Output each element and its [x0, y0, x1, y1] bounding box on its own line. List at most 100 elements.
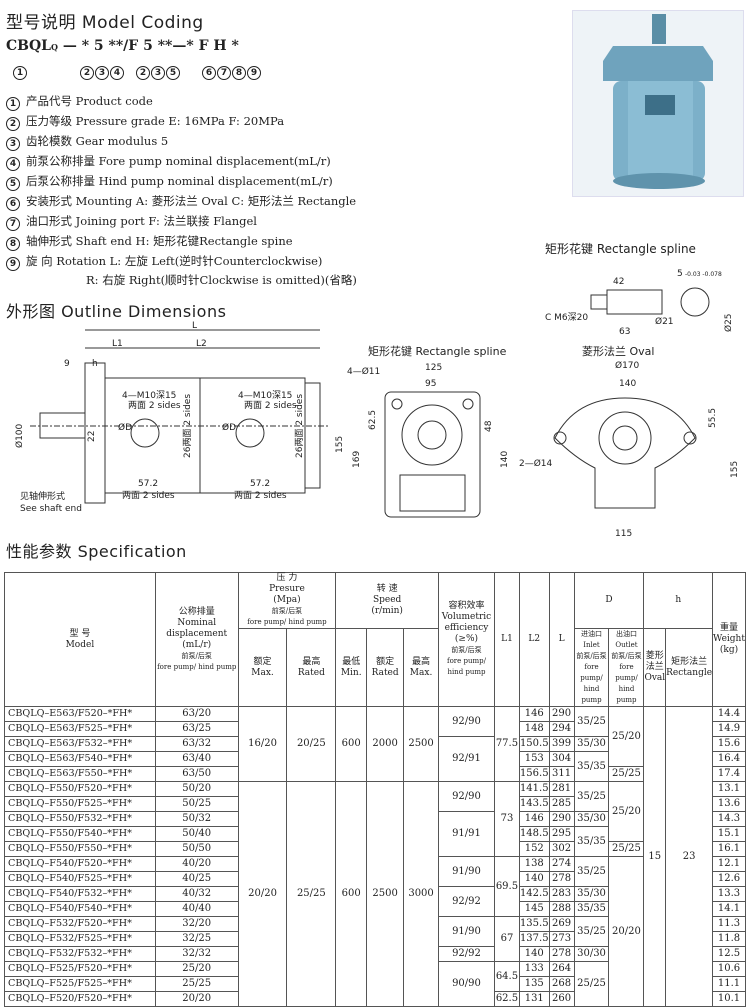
svg-text:169: 169: [352, 451, 362, 468]
table-cell: 40/32: [154, 886, 239, 902]
svg-text:L1: L1: [112, 339, 123, 349]
table-cell: 3000: [403, 781, 440, 1007]
svg-text:L2: L2: [196, 339, 207, 349]
table-cell: 菱形法兰 Oval: [643, 628, 667, 707]
table-cell: 11.8: [712, 931, 746, 947]
svg-text:57.2: 57.2: [250, 479, 270, 489]
svg-text:Ø170: Ø170: [615, 360, 640, 371]
oval-flange-view: Ø170 140 55.5 155 2—Ø14 115: [519, 360, 740, 539]
table-cell: 148: [518, 721, 550, 737]
table-cell: 63/25: [154, 721, 239, 737]
table-cell: 11.3: [712, 916, 746, 932]
table-cell: 50/25: [154, 796, 239, 812]
table-cell: 302: [548, 841, 575, 857]
table-cell: 90/90: [438, 961, 495, 1007]
table-cell: 133: [518, 961, 550, 977]
svg-text:48: 48: [484, 420, 494, 432]
table-cell: 35/25: [573, 781, 610, 812]
svg-text:22: 22: [87, 431, 97, 442]
svg-text:4—M10深15: 4—M10深15: [238, 390, 292, 401]
table-cell: 14.9: [712, 721, 746, 737]
table-cell: 294: [548, 721, 575, 737]
svg-text:2—Ø14: 2—Ø14: [519, 458, 553, 469]
table-cell: 20/25: [286, 706, 337, 782]
table-cell: 135.5: [518, 916, 550, 932]
table-cell: 13.3: [712, 886, 746, 902]
table-cell: 10.1: [712, 991, 746, 1007]
table-cell: 25/25: [608, 766, 645, 782]
table-cell: 600: [335, 781, 368, 1007]
table-cell: 14.3: [712, 811, 746, 827]
svg-text:-0.03 -0.078: -0.03 -0.078: [685, 271, 722, 278]
table-cell: 264: [548, 961, 575, 977]
table-cell: 150.5: [518, 736, 550, 752]
table-cell: 77.5: [493, 706, 520, 782]
table-cell: 304: [548, 751, 575, 767]
svg-text:4—Ø11: 4—Ø11: [347, 366, 380, 377]
table-cell: CBQLQ–E563/F550–*FH*: [4, 766, 156, 782]
table-cell: 143.5: [518, 796, 550, 812]
table-cell: 283: [548, 886, 575, 902]
table-cell: 156.5: [518, 766, 550, 782]
table-cell: 92/90: [438, 706, 495, 737]
table-cell: 260: [548, 991, 575, 1007]
table-cell: 50/32: [154, 811, 239, 827]
svg-text:L: L: [192, 321, 197, 331]
table-cell: 2000: [366, 706, 405, 782]
side-view-drawing: L L1 L2 9 h Ø100 22 4—M10深15 两面 2 sides …: [14, 321, 345, 514]
table-cell: CBQLQ–F550/F540–*FH*: [4, 826, 156, 842]
oval-title: 菱形法兰 Oval: [582, 345, 655, 358]
table-cell: L2: [518, 572, 550, 707]
table-cell: 20/20: [237, 781, 288, 1007]
table-cell: 35/30: [573, 886, 610, 902]
table-cell: 2500: [366, 781, 405, 1007]
outline-title: 外形图 Outline Dimensions: [6, 302, 227, 321]
table-cell: 35/35: [573, 826, 610, 857]
svg-text:两面 2 sides: 两面 2 sides: [128, 400, 181, 411]
table-cell: CBQLQ–E563/F540–*FH*: [4, 751, 156, 767]
model-code-string: CBQLQ — * 5 **/F 5 **—* F H *: [6, 38, 239, 54]
table-cell: 25/25: [608, 841, 645, 857]
table-cell: 92/92: [438, 946, 495, 962]
table-cell: 153: [518, 751, 550, 767]
table-cell: 35/25: [573, 916, 610, 947]
table-cell: 12.6: [712, 871, 746, 887]
table-cell: CBQLQ–F540/F532–*FH*: [4, 886, 156, 902]
table-cell: 140: [518, 871, 550, 887]
table-cell: 281: [548, 781, 575, 797]
svg-text:5: 5: [677, 269, 683, 279]
table-cell: 295: [548, 826, 575, 842]
svg-text:9: 9: [64, 359, 70, 369]
table-cell: 40/25: [154, 871, 239, 887]
table-cell: 63/32: [154, 736, 239, 752]
spline-title: 矩形花键 Rectangle spline: [545, 242, 696, 256]
svg-text:ØD: ØD: [118, 422, 132, 433]
table-cell: 20/20: [154, 991, 239, 1007]
table-cell: 278: [548, 946, 575, 962]
table-cell: 35/25: [573, 856, 610, 887]
table-cell: 290: [548, 706, 575, 722]
legend-item-continued: R: 右旋 Right(顺时针Clockwise is omitted)(省略): [86, 273, 357, 287]
table-cell: 15: [643, 706, 667, 1007]
